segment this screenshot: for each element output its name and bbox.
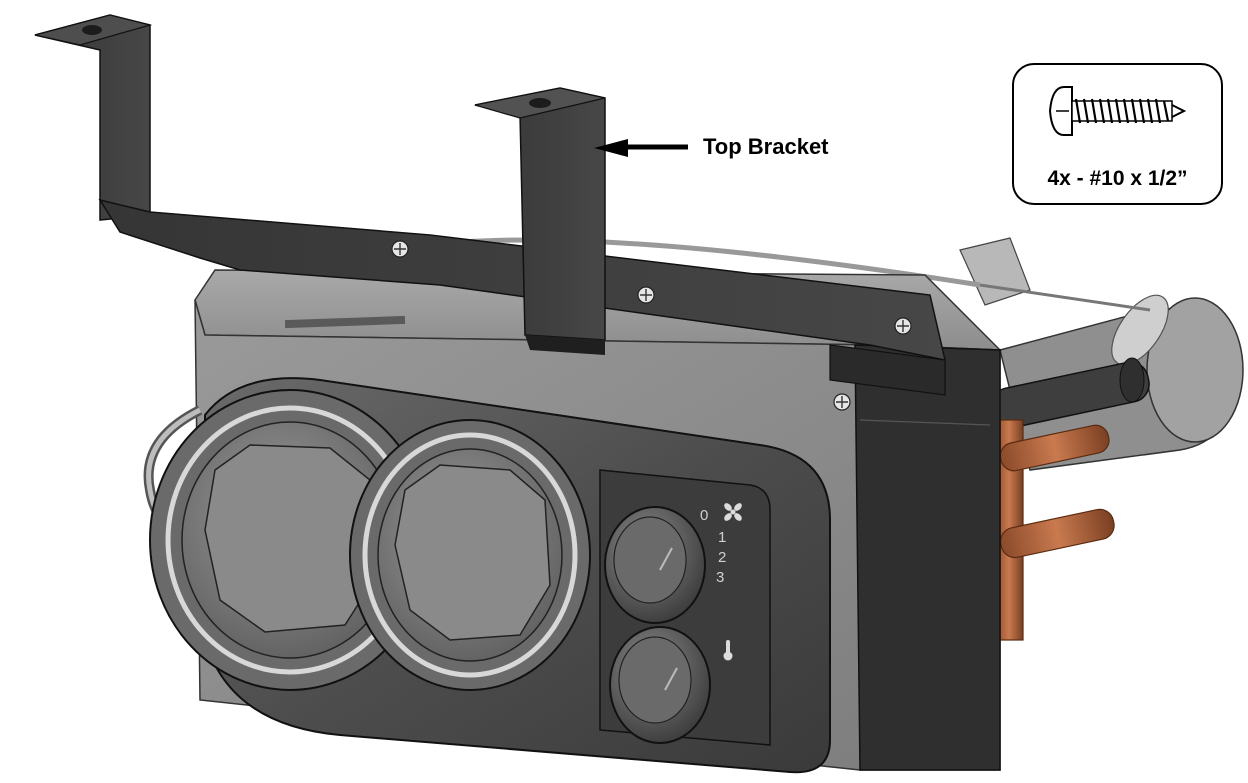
fan-position-0: 0 <box>700 507 708 524</box>
fan-position-3: 3 <box>716 569 724 586</box>
fan-position-1: 1 <box>718 529 726 546</box>
copper-pipes <box>994 419 1115 641</box>
temperature-knob[interactable] <box>609 626 711 744</box>
fan-position-2: 2 <box>718 549 726 566</box>
screw-icon <box>1048 86 1187 136</box>
fan-speed-knob[interactable] <box>604 506 706 624</box>
hose-assembly <box>959 237 1244 471</box>
vent-left <box>149 389 431 691</box>
hardware-callout: 4x - #10 x 1/2” <box>1012 63 1223 205</box>
callout-arrow <box>594 139 688 157</box>
vent-right <box>349 419 591 691</box>
top-bracket-label: Top Bracket <box>703 134 829 159</box>
housing-side <box>854 344 1001 771</box>
thermometer-icon <box>723 640 733 661</box>
top-bracket <box>34 14 946 396</box>
fan-dial-markings: 0 1 2 3 <box>700 503 742 661</box>
cable-end <box>979 283 1151 312</box>
bracket-screws <box>391 240 912 411</box>
hardware-label: 4x - #10 x 1/2” <box>1047 167 1188 190</box>
fan-icon <box>724 503 742 521</box>
